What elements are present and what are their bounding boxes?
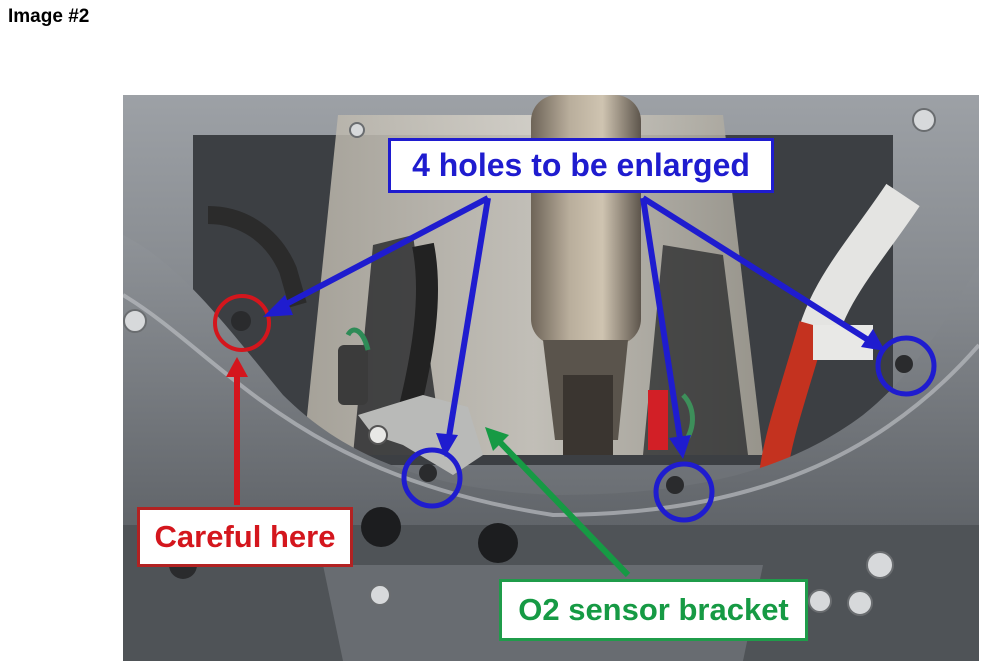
image-heading: Image #2 [8,6,90,27]
hole-circle-center [653,461,715,523]
bolts [123,108,936,616]
careful-callout: Careful here [137,507,353,567]
red-hose [759,321,827,477]
bracket-arrow [485,427,631,578]
hole-circle-left [401,447,463,509]
hole-arrows [263,195,885,459]
careful-circle [213,294,271,352]
careful-arrow [226,357,248,505]
holes-callout: 4 holes to be enlarged [388,138,774,193]
wiring-loom [207,206,307,308]
catalytic-converter [531,95,641,345]
undercarriage-photo: 4 holes to be enlarged Careful here O2 s… [123,95,979,661]
hole-circle-right [875,335,937,397]
bracket-callout: O2 sensor bracket [499,579,808,641]
subframe [123,235,979,535]
